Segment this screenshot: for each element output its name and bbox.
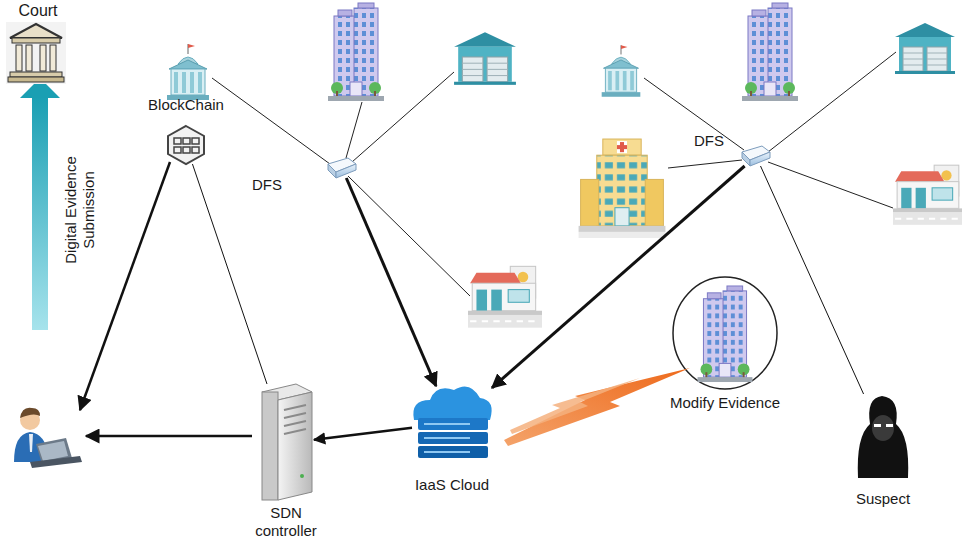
modify-evidence-node: Modify Evidence — [673, 277, 777, 389]
node-label: DFS — [252, 176, 282, 194]
court-icon — [6, 22, 66, 84]
sdn-controller-node: SDN controller — [260, 384, 314, 502]
attack-bolt — [504, 368, 690, 446]
shop-building — [893, 165, 962, 225]
connector — [492, 166, 745, 388]
connector — [192, 164, 267, 384]
government-building — [167, 44, 209, 100]
node-label: Modify Evidence — [670, 394, 780, 412]
connector — [761, 166, 864, 394]
highlight-circle — [673, 277, 777, 389]
office-tower — [742, 3, 798, 101]
building-wires — [212, 52, 896, 296]
dfs-node: DFS — [328, 158, 356, 178]
hospital-building — [579, 139, 666, 238]
node-label: BlockChain — [148, 96, 224, 114]
router-icon — [742, 146, 770, 166]
router-icon — [328, 158, 356, 178]
submission-arrow — [20, 78, 60, 330]
court-node: Court — [8, 24, 66, 84]
connector — [346, 178, 436, 386]
node-label: IaaS Cloud — [415, 476, 489, 494]
dfs-node: DFS — [742, 146, 770, 166]
node-label: Court — [12, 2, 64, 20]
warehouse — [895, 23, 955, 74]
warehouse — [454, 32, 516, 85]
connector — [314, 428, 412, 440]
shop-building — [468, 266, 542, 327]
flow-arrow — [86, 435, 252, 438]
blockchain-node: BlockChain — [166, 126, 206, 164]
suspect-icon — [858, 396, 909, 478]
node-label: SDN controller — [248, 504, 324, 540]
cloud-node: IaaS Cloud — [412, 386, 492, 460]
node-label: DFS — [694, 132, 724, 150]
node-label: Suspect — [856, 490, 910, 508]
government-building — [602, 45, 641, 97]
submission-label: Digital Evidence Submission — [62, 142, 98, 278]
cloud-icon — [413, 386, 491, 458]
investigator-icon — [14, 408, 82, 468]
office-tower — [698, 286, 753, 382]
blockchain-icon — [168, 126, 204, 164]
suspect-node: Suspect — [856, 394, 910, 480]
office-tower — [328, 3, 384, 101]
server-icon — [262, 384, 312, 500]
